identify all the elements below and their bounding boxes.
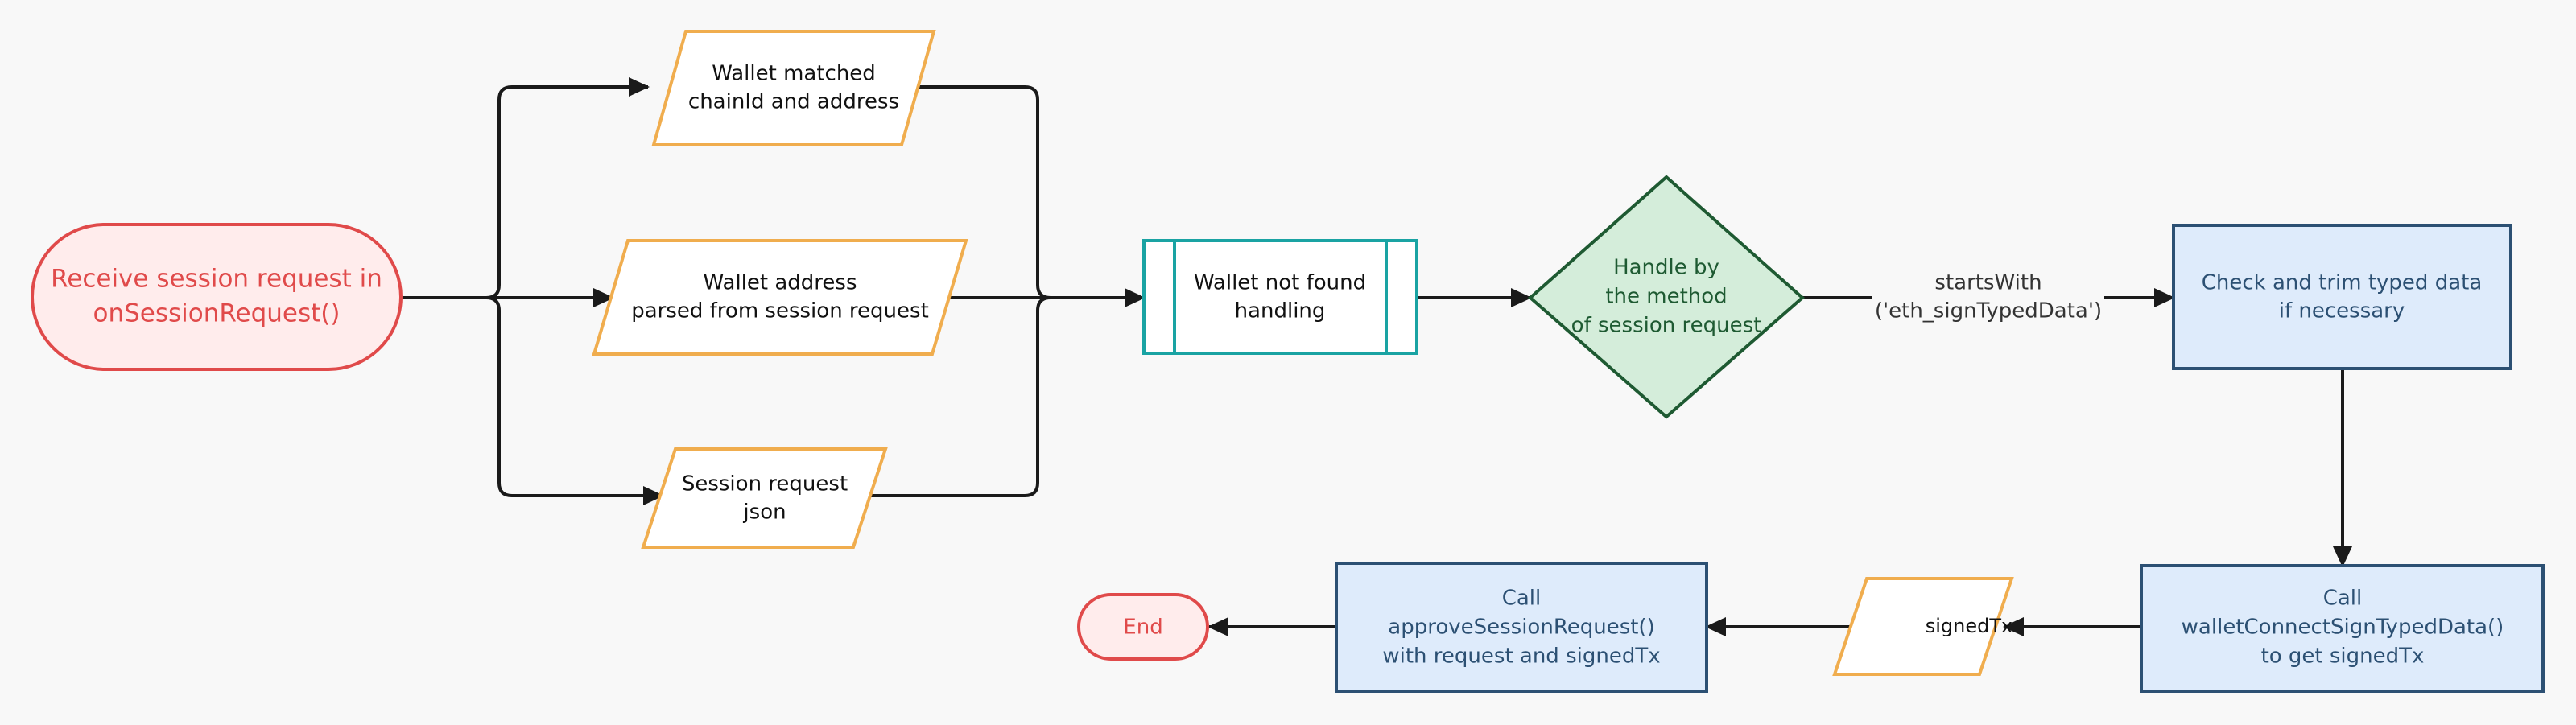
starts-with-edge-label: startsWith ('eth_signTypedData') [1875,271,2102,323]
end-node-label: End [1123,616,1162,640]
start-node: Receive session request in onSessionRequ… [31,223,402,371]
wallet-address-line-2: parsed from session request [631,299,929,323]
wallet-not-found-line-2: handling [1235,299,1326,323]
wallet-address-line-1: Wallet address [703,271,857,295]
wallet-matched-data: Wallet matched chainId and address [651,30,936,146]
signed-tx-data: signedTx [1832,577,2014,676]
call-approve-line-1: Call [1502,587,1542,611]
decision-line-3: of session request [1571,314,1762,338]
session-json-line-1: Session request [682,472,848,496]
wallet-not-found-subprocess: Wallet not found handling [1142,239,1418,355]
wallet-address-data: Wallet address parsed from session reque… [592,239,968,356]
signed-tx-label: signedTx [1926,615,2013,637]
wallet-not-found-line-1: Wallet not found [1194,271,1366,295]
starts-with-line-2: ('eth_signTypedData') [1875,299,2102,323]
wallet-matched-line-2: chainId and address [688,90,899,114]
call-sign-line-3: to get signedTx [2261,645,2425,669]
check-trim-line-2: if necessary [2279,299,2405,323]
check-trim-line-1: Check and trim typed data [2202,271,2483,295]
call-sign-line-1: Call [2323,587,2363,611]
call-approve-line-3: with request and signedTx [1382,645,1660,669]
session-json-data: Session request json [641,447,888,549]
start-node-line-2: onSessionRequest() [93,299,340,328]
starts-with-line-1: startsWith [1934,271,2041,295]
session-json-line-2: json [742,500,786,525]
call-approve-line-2: approveSessionRequest() [1388,616,1654,640]
end-node: End [1077,593,1209,661]
decision-line-2: the method [1605,285,1727,309]
check-trim-process: Check and trim typed data if necessary [2172,224,2512,370]
call-sign-process: Call walletConnectSignTypedData() to get… [2140,564,2545,693]
edge-to-session-json [485,296,664,505]
start-node-line-1: Receive session request in [51,265,382,294]
call-sign-line-2: walletConnectSignTypedData() [2182,616,2504,640]
wallet-matched-line-1: Wallet matched [712,62,876,86]
decision-node: Handle by the method of session request [1527,175,1806,419]
decision-line-1: Handle by [1613,256,1719,280]
call-approve-process: Call approveSessionRequest() with reques… [1335,562,1708,693]
edges [401,77,2352,636]
